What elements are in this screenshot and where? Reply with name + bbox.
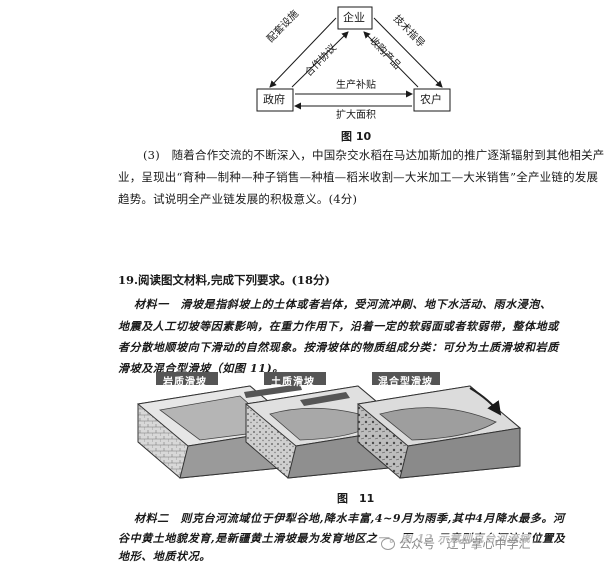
arrow-purchase — [363, 31, 419, 88]
node-box-farmer — [413, 88, 451, 112]
material-2-line-1: 材料二 则克台河流域位于伊犁谷地,降水丰富,4~9月为雨季,其中4月降水最多。河 — [134, 512, 565, 525]
figure-11-label-rock: 岩质滑坡 — [163, 377, 207, 388]
node-government: 政府 — [263, 93, 285, 106]
question-3-line-1: (3) 随着合作交流的不断深入，中国杂交水稻在马达加斯加的推广逐渐辐射到其他相关… — [143, 148, 605, 162]
question-3-line-2: 业，呈现出“育种—制种—种子销售—种植—稻米收割—大米加工—大米销售”全产业链的… — [118, 170, 599, 184]
label-expand-area: 扩大面积 — [336, 110, 376, 121]
material-1-line-3: 者分散地顺坡向下滑动的自然现象。按滑坡体的物质组成分类：可分为土质滑坡和岩质 — [118, 341, 559, 354]
figure-10-caption: 图 10 — [341, 130, 372, 143]
node-box-enterprise — [337, 6, 373, 30]
label-bg-rock — [156, 372, 218, 385]
question-3-line-3: 趋势。试说明全产业链发展的积极意义。(4分) — [118, 192, 358, 206]
figure-11-landslide-illustration — [136, 372, 522, 479]
node-box-government — [256, 88, 294, 112]
node-enterprise: 企业 — [343, 11, 365, 24]
figure-11-caption: 图 11 — [337, 492, 375, 505]
watermark: 公众号 · 辽宁掌心中学汇 — [378, 534, 534, 553]
material-1-line-4: 滑坡及混合型滑坡（如图 11)。 — [118, 362, 284, 375]
question-19-title: 19.阅读图文材料,完成下列要求。(18分) — [118, 273, 330, 287]
material-2-line-3: 地形、地质状况。 — [118, 550, 211, 563]
figure-10-diagram — [256, 6, 451, 112]
figure-11-label-soil: 土质滑坡 — [271, 377, 315, 388]
label-bg-soil — [264, 372, 326, 385]
material-1-line-1: 材料一 滑坡是指斜坡上的土体或者岩体，受河流冲刷、地下水活动、雨水浸泡、 — [134, 298, 552, 311]
label-bg-mixed — [372, 372, 440, 385]
arrow-supporting-facilities — [269, 17, 337, 88]
block-mixed-landslide — [356, 385, 522, 479]
arrow-technical-guidance — [373, 17, 443, 88]
watermark-text: 公众号 · 辽宁掌心中学汇 — [399, 537, 531, 551]
figure-11-label-mixed: 混合型滑坡 — [378, 377, 433, 388]
wechat-icon — [381, 537, 395, 550]
node-farmer: 农户 — [420, 93, 442, 106]
label-subsidy: 生产补贴 — [336, 80, 376, 91]
arrow-cooperation — [291, 31, 349, 88]
material-1-line-2: 地震及人工切坡等因素影响，在重力作用下，沿着一定的软弱面或者软弱带，整体地或 — [118, 320, 559, 333]
